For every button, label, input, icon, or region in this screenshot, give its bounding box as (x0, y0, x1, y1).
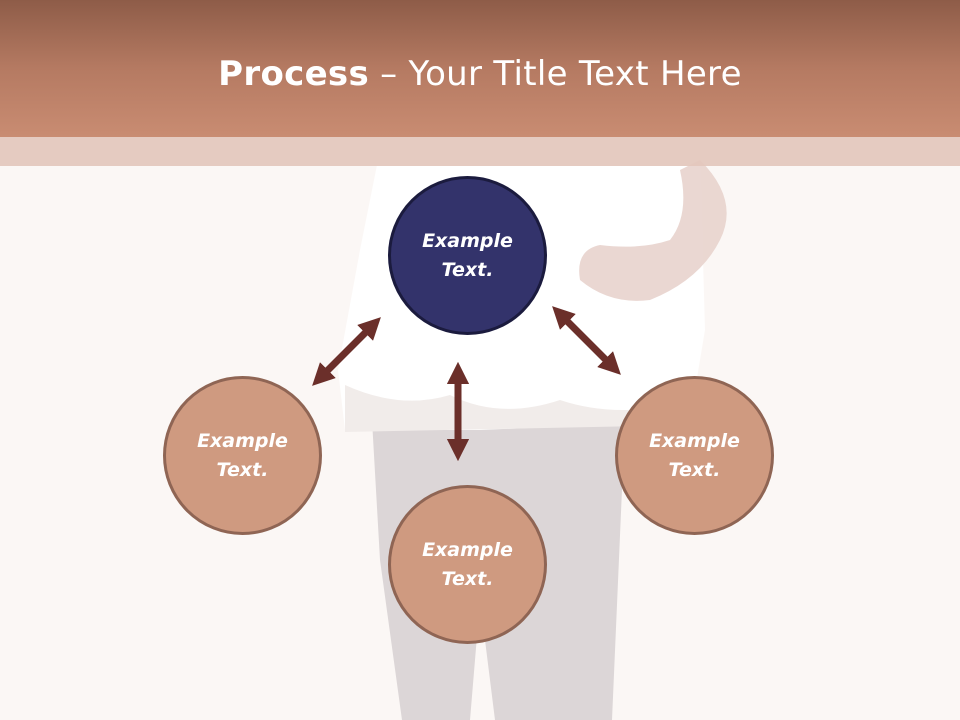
process-node-left: Example Text. (163, 376, 322, 535)
title-bold: Process (218, 54, 370, 94)
header-bar (0, 0, 960, 137)
header-accent-band (0, 137, 960, 166)
node-top-label: Example Text. (422, 229, 513, 281)
node-bottom-label: Example Text. (422, 538, 513, 590)
arrow-top-left (312, 317, 381, 386)
process-node-top: Example Text. (388, 176, 547, 335)
arrow-top-right (552, 306, 621, 375)
process-node-bottom: Example Text. (388, 485, 547, 644)
node-left-label: Example Text. (197, 429, 288, 481)
node-right-label: Example Text. (649, 429, 740, 481)
process-node-right: Example Text. (615, 376, 774, 535)
title-rest: – Your Title Text Here (369, 54, 742, 94)
slide-title: Process – Your Title Text Here (0, 52, 960, 96)
